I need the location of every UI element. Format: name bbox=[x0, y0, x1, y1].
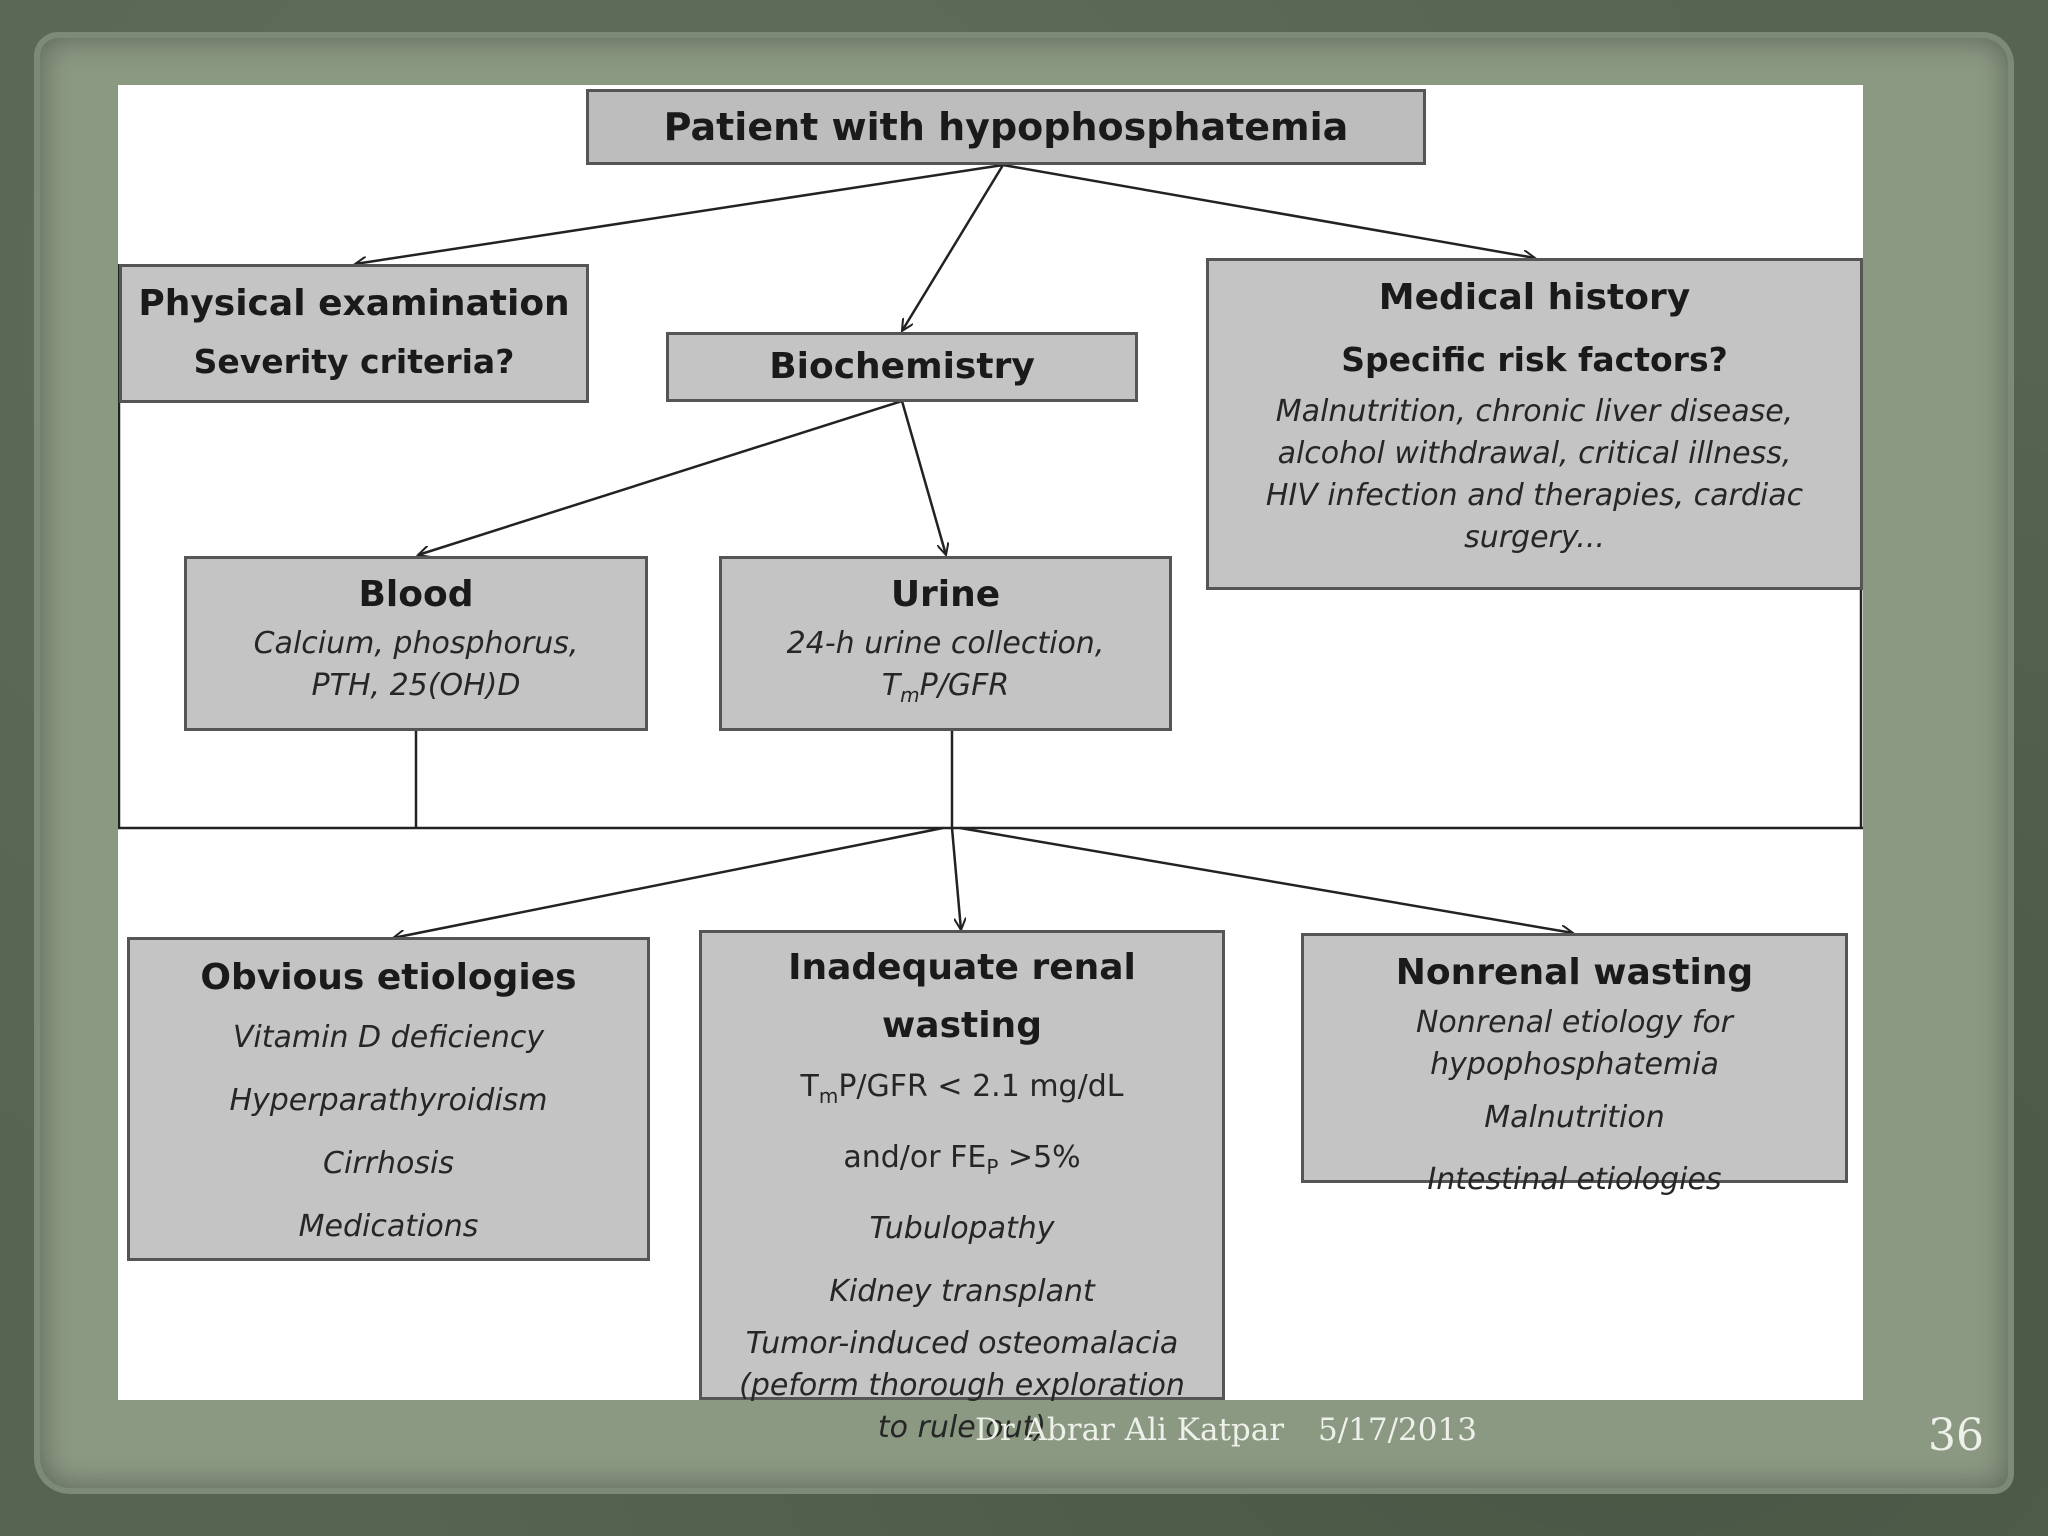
arrow-root-to-biochemistry bbox=[902, 164, 1005, 331]
nonrenal-line-1: Nonrenal etiology for bbox=[1415, 1005, 1734, 1040]
renal-tumor-line-1: Tumor-induced osteomalacia bbox=[745, 1326, 1179, 1361]
obvious-etiologies-box: Obvious etiologies Vitamin D deficiency … bbox=[127, 937, 650, 1261]
blood-title: Blood bbox=[358, 574, 474, 615]
urine-line-2: TmP/GFR bbox=[722, 665, 1169, 716]
blood-box: Blood Calcium, phosphorus, PTH, 25(OH)D bbox=[184, 556, 648, 731]
obvious-item-3: Cirrhosis bbox=[323, 1146, 454, 1181]
arrow-root-to-history bbox=[1002, 163, 1535, 258]
arrow-root-to-physical bbox=[355, 163, 1004, 264]
renal-tumor-line-2: (peform thorough exploration bbox=[739, 1368, 1185, 1403]
urine-tmp-rest: P/GFR bbox=[919, 668, 1010, 703]
arrow-biochemistry-to-blood bbox=[418, 399, 903, 555]
nonrenal-item-1: Malnutrition bbox=[1484, 1100, 1665, 1135]
renal-criterion-2: and/or FEP >5% bbox=[702, 1128, 1222, 1197]
physical-exam-subtitle: Severity criteria? bbox=[193, 342, 515, 381]
nonrenal-wasting-title: Nonrenal wasting bbox=[1395, 952, 1754, 993]
physical-exam-title: Physical examination bbox=[138, 283, 570, 324]
renal-item-1: Tubulopathy bbox=[869, 1211, 1055, 1246]
blood-line-1: Calcium, phosphorus, bbox=[253, 626, 579, 661]
medical-history-box: Medical history Specific risk factors? M… bbox=[1206, 258, 1863, 590]
urine-tmp-t: T bbox=[881, 668, 901, 703]
renal-wasting-title: Inadequate renal wasting bbox=[788, 947, 1136, 1046]
risk-factor-line-3: HIV infection and therapies, cardiac bbox=[1265, 478, 1804, 513]
nonrenal-wasting-box: Nonrenal wasting Nonrenal etiology for h… bbox=[1301, 933, 1848, 1197]
urine-title: Urine bbox=[890, 574, 1001, 615]
physical-exam-box: Physical examination Severity criteria? bbox=[119, 264, 589, 403]
renal-criterion-1: TmP/GFR < 2.1 mg/dL bbox=[702, 1055, 1222, 1128]
arrow-to-obvious bbox=[393, 826, 944, 938]
renal-crit2-sub: P bbox=[986, 1155, 999, 1179]
arrow-to-renal bbox=[950, 827, 961, 930]
nonrenal-item-2: Intestinal etiologies bbox=[1427, 1162, 1722, 1197]
renal-crit1-sub: m bbox=[818, 1084, 839, 1108]
arrow-biochemistry-to-urine bbox=[900, 400, 946, 555]
risk-factor-line-2: alcohol withdrawal, critical illness, bbox=[1277, 436, 1792, 471]
urine-box: Urine 24-h urine collection, TmP/GFR bbox=[719, 556, 1172, 731]
risk-factor-line-1: Malnutrition, chronic liver disease, bbox=[1275, 394, 1794, 429]
urine-line-1: 24-h urine collection, bbox=[786, 626, 1105, 661]
arrow-to-nonrenal bbox=[959, 826, 1573, 933]
footer-author: Dr Abrar Ali Katpar bbox=[975, 1412, 1285, 1448]
obvious-item-2: Hyperparathyroidism bbox=[229, 1083, 548, 1118]
biochemistry-title: Biochemistry bbox=[769, 346, 1035, 387]
slide-page-number: 36 bbox=[1928, 1410, 1984, 1461]
root-title: Patient with hypophosphatemia bbox=[663, 105, 1349, 149]
obvious-item-1: Vitamin D deficiency bbox=[232, 1020, 545, 1055]
obvious-item-4: Medications bbox=[298, 1209, 479, 1244]
footer-date: 5/17/2013 bbox=[1318, 1412, 1477, 1448]
renal-wasting-box: Inadequate renal wasting TmP/GFR < 2.1 m… bbox=[699, 930, 1225, 1445]
renal-tumor-line-3: to rule out) bbox=[877, 1410, 1047, 1445]
flowchart-canvas: Patient with hypophosphatemia Physical e… bbox=[118, 85, 1863, 1445]
renal-crit2-pre: and/or FE bbox=[843, 1140, 987, 1175]
urine-tmp-sub: m bbox=[900, 683, 920, 707]
risk-factor-line-4: surgery... bbox=[1464, 520, 1605, 555]
renal-crit2-rest: >5% bbox=[998, 1140, 1081, 1175]
blood-line-2: PTH, 25(OH)D bbox=[311, 668, 521, 703]
biochemistry-box: Biochemistry bbox=[666, 332, 1138, 402]
obvious-etiologies-title: Obvious etiologies bbox=[200, 957, 577, 998]
nonrenal-line-2: hypophosphatemia bbox=[1430, 1047, 1719, 1082]
root-box: Patient with hypophosphatemia bbox=[586, 89, 1426, 165]
medical-history-title: Medical history bbox=[1378, 277, 1691, 318]
medical-history-subtitle: Specific risk factors? bbox=[1341, 340, 1728, 379]
renal-item-2: Kidney transplant bbox=[829, 1274, 1095, 1309]
renal-crit1-t: T bbox=[800, 1069, 819, 1104]
renal-crit1-rest: P/GFR < 2.1 mg/dL bbox=[838, 1069, 1124, 1104]
